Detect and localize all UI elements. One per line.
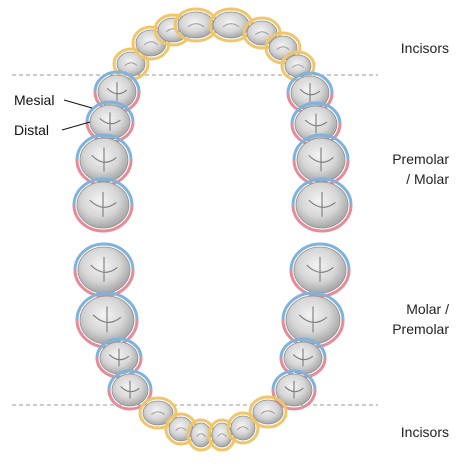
lower-right-molar-1-tooth: [283, 293, 343, 347]
distal-label: Distal: [14, 122, 49, 138]
upper-incisors-label: Incisors: [401, 38, 449, 58]
lower-posterior-label: Molar / Premolar: [392, 299, 449, 339]
upper-left-molar-1-tooth: [77, 135, 131, 185]
lower-posterior-label-line2: Premolar: [392, 319, 449, 339]
upper-posterior-label-line2: / Molar: [392, 169, 449, 189]
lower-right-canine-tooth: [250, 397, 286, 427]
upper-posterior-label: Premolar / Molar: [392, 149, 449, 189]
lower-right-premolar-1-tooth: [273, 371, 315, 409]
lower-right-lateral-incisor-tooth: [228, 413, 258, 443]
mesial-label: Mesial: [14, 92, 54, 108]
lower-left-molar-1-tooth: [77, 293, 137, 347]
lower-posterior-label-line1: Molar /: [392, 299, 449, 319]
mesial-pointer-line: [64, 100, 92, 108]
upper-posterior-label-line1: Premolar: [392, 149, 449, 169]
upper-right-molar-2-tooth: [293, 179, 351, 231]
teeth-group: [74, 9, 351, 450]
upper-left-molar-2-tooth: [74, 179, 132, 231]
upper-right-molar-1-tooth: [294, 135, 348, 185]
distal-pointer-line: [62, 122, 90, 130]
lower-right-canine-crown: [253, 400, 283, 424]
lower-incisors-label: Incisors: [401, 422, 449, 442]
lower-right-molar-2-tooth: [291, 244, 349, 296]
lower-left-molar-2-tooth: [75, 244, 133, 296]
